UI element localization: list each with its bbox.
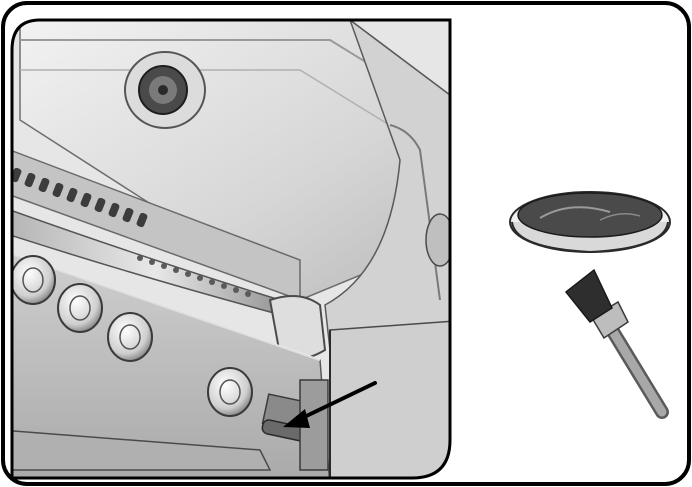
brush-bristles xyxy=(564,268,613,323)
lid-side-handle xyxy=(425,213,450,267)
basting-brush xyxy=(564,268,669,419)
drip-tray-rail xyxy=(12,429,272,471)
lid-side xyxy=(324,20,450,351)
control-knob-2 xyxy=(57,283,103,333)
control-knob-3 xyxy=(107,312,153,362)
control-knob-1 xyxy=(12,255,56,305)
handle-grip-dots xyxy=(137,255,251,297)
pointer-arrow xyxy=(283,381,377,428)
grill xyxy=(12,20,450,478)
oil-pan xyxy=(509,191,671,254)
temperature-gauge xyxy=(124,51,206,129)
grill-panel-border xyxy=(10,18,452,480)
control-knob-4 xyxy=(207,367,253,417)
